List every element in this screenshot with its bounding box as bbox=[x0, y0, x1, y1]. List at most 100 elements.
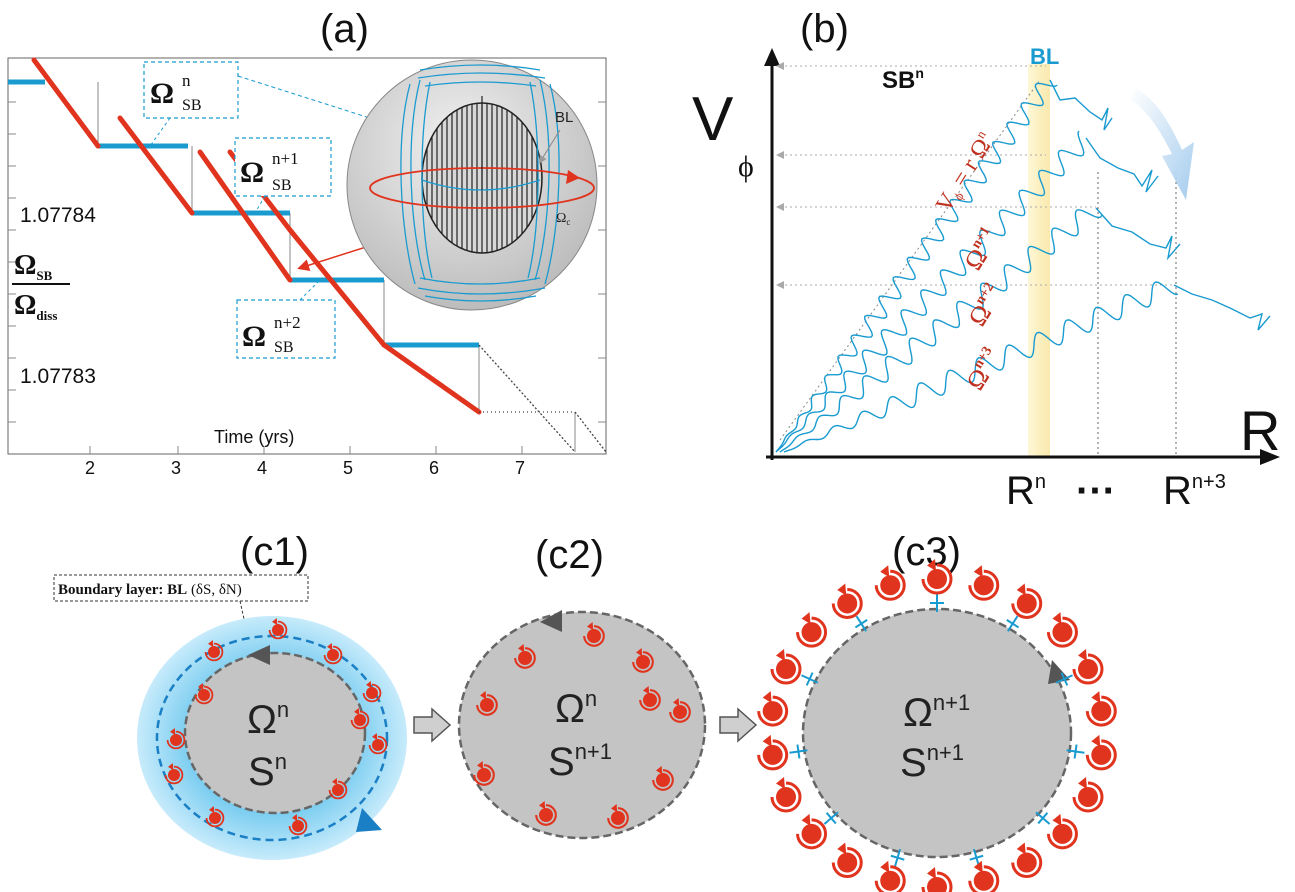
omega-n1-label: Ωn+1 bbox=[958, 224, 1005, 275]
vortex-15 bbox=[770, 776, 802, 813]
x-axis-label: R bbox=[1240, 399, 1280, 462]
vortex-6 bbox=[1085, 734, 1117, 771]
vortex-4 bbox=[362, 681, 382, 703]
tail-n1 bbox=[1085, 137, 1159, 193]
blue-tick-10 bbox=[969, 848, 984, 867]
x-tick-6: 6 bbox=[429, 458, 439, 478]
svg-text:SB: SB bbox=[274, 339, 294, 356]
vortex-8 bbox=[205, 806, 225, 828]
vortex-3 bbox=[476, 691, 498, 716]
x-tick-3: 3 bbox=[171, 458, 181, 478]
vortex-7 bbox=[607, 804, 629, 829]
panel-c3: (c3) Ωn+1 Sn+1 bbox=[757, 530, 1117, 892]
panel-c2: (c2) Ωn Sn+1 bbox=[457, 533, 707, 840]
svg-text:n: n bbox=[182, 71, 191, 90]
vortex-12 bbox=[874, 860, 906, 892]
curve-n bbox=[775, 82, 1058, 453]
blue-tick-14 bbox=[823, 811, 839, 825]
blue-tick-20 bbox=[854, 615, 868, 632]
omega-n2-label: Ωn+2 bbox=[962, 280, 1009, 331]
vortex-4 bbox=[1072, 649, 1104, 685]
panel-b: (b) bbox=[692, 7, 1280, 513]
annot-omega-sb-n1: Ω n+1 SB bbox=[234, 137, 332, 214]
vortex-0 bbox=[921, 559, 953, 595]
omega-sb-plateaus bbox=[8, 79, 479, 348]
vortex-7 bbox=[1072, 776, 1104, 813]
x-tick-7: 7 bbox=[515, 458, 525, 478]
vortex-2 bbox=[323, 643, 343, 665]
c2-s: Sn+1 bbox=[548, 739, 612, 784]
vortex-0 bbox=[204, 640, 224, 662]
guide-arrowheads bbox=[776, 62, 784, 289]
tail-n2 bbox=[1095, 207, 1181, 261]
vortex-2 bbox=[632, 648, 654, 673]
panel-a-xticks bbox=[89, 446, 523, 454]
tail-n bbox=[1049, 79, 1113, 131]
vortex-21 bbox=[874, 565, 906, 601]
vortex-16 bbox=[757, 734, 789, 771]
svg-text:ΩSB: ΩSB bbox=[14, 250, 53, 283]
blue-tick-16 bbox=[789, 744, 808, 759]
vortex-17 bbox=[757, 691, 789, 727]
x-tick-2: 2 bbox=[85, 458, 95, 478]
blue-tick-0 bbox=[930, 594, 944, 612]
decay-arrow bbox=[1130, 88, 1194, 200]
vortex-8 bbox=[652, 766, 674, 791]
vortex-1 bbox=[583, 622, 605, 647]
panel-c3-label: (c3) bbox=[892, 530, 961, 574]
vortex-9 bbox=[639, 686, 661, 711]
c3-vortices bbox=[757, 559, 1117, 892]
vortex-3 bbox=[194, 683, 214, 705]
vortex-20 bbox=[831, 583, 863, 619]
arrow-c2-c3 bbox=[719, 707, 758, 743]
vortex-10 bbox=[968, 860, 1000, 892]
velocity-curves bbox=[775, 79, 1271, 453]
vortex-9 bbox=[1011, 842, 1043, 879]
vortex-10 bbox=[328, 778, 348, 800]
c2-omega: Ωn bbox=[555, 686, 597, 731]
vortex-1 bbox=[268, 618, 288, 640]
vortex-0 bbox=[514, 644, 536, 669]
vortex-7 bbox=[164, 763, 184, 785]
bl-label-box: Boundary layer: BL (δS, δN) bbox=[53, 574, 309, 656]
vortex-5 bbox=[166, 728, 186, 750]
blue-tick-12 bbox=[890, 848, 905, 867]
svg-text:Ω: Ω bbox=[150, 77, 174, 110]
x-tick-4: 4 bbox=[257, 458, 267, 478]
svg-text:Ω: Ω bbox=[242, 320, 266, 353]
inset-bl-label: BL bbox=[555, 109, 573, 126]
vortex-11 bbox=[350, 708, 370, 730]
svg-text:Ωdiss: Ωdiss bbox=[14, 290, 57, 323]
omega-continuation bbox=[478, 344, 607, 453]
vortex-19 bbox=[796, 612, 828, 648]
c3-omega: Ωn+1 bbox=[903, 690, 970, 735]
blue-tick-18 bbox=[801, 672, 819, 686]
vortex-5 bbox=[1085, 691, 1117, 727]
c1-s: Sn bbox=[248, 749, 287, 794]
y-axis-label: V bbox=[692, 85, 734, 154]
inset-sphere: BL Ωc bbox=[346, 59, 598, 311]
y-tick-label-upper: 1.07784 bbox=[20, 204, 96, 227]
vortex-5 bbox=[473, 761, 495, 786]
tail-n3 bbox=[1173, 284, 1271, 331]
x-tick-labels: 2 3 4 5 6 7 bbox=[85, 458, 525, 478]
vortex-11 bbox=[921, 867, 953, 892]
svg-text:n+1: n+1 bbox=[272, 149, 299, 168]
vortex-14 bbox=[796, 813, 828, 850]
svg-text:SB: SB bbox=[272, 177, 292, 194]
formula-label: Vϕ = r Ωn bbox=[929, 127, 1001, 217]
r-ellipsis: ··· bbox=[1076, 469, 1116, 513]
y-axis-subscript: ϕ bbox=[738, 150, 754, 183]
panel-c1-label: (c1) bbox=[240, 530, 309, 574]
inset-omega-c: Ωc bbox=[556, 211, 570, 227]
blue-tick-2 bbox=[1006, 615, 1020, 632]
y-tick-label-lower: 1.07783 bbox=[20, 365, 96, 388]
c2-vortices bbox=[473, 622, 691, 829]
blue-tick-4 bbox=[1055, 672, 1073, 686]
panel-a: (a) 1.07784 1.07783 Time (yrs) 2 3 4 bbox=[7, 7, 607, 478]
c1-omega: Ωn bbox=[247, 697, 289, 742]
svg-text:Ω: Ω bbox=[240, 156, 264, 189]
panel-c1: (c1) Boundary layer: BL (δS, δN) Ωn Sn bbox=[53, 530, 407, 860]
panel-b-label: (b) bbox=[800, 7, 849, 51]
vortex-6 bbox=[368, 733, 388, 755]
